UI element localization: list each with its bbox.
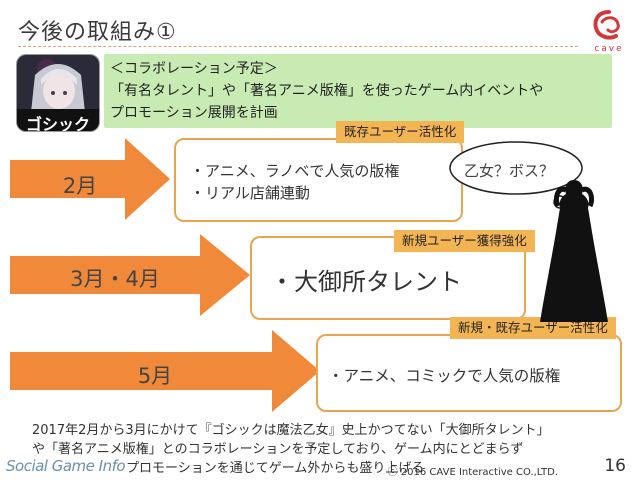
plan-box-may: ・アニメ、コミックで人気の版権 bbox=[316, 334, 622, 412]
arrow-may bbox=[10, 330, 320, 412]
page-title: 今後の取組み① bbox=[18, 20, 177, 45]
logo-wordmark: cave bbox=[594, 44, 624, 54]
game-app-icon: ゴシック bbox=[16, 54, 100, 132]
arrow-february bbox=[10, 138, 170, 220]
watermark-logo: Social Game Info bbox=[6, 457, 126, 475]
plan-box-march-april: ・大御所タレント bbox=[250, 236, 526, 320]
plan-bullet: ・大御所タレント bbox=[270, 268, 462, 296]
title-divider bbox=[18, 46, 578, 47]
collab-line-2: 「有名タレント」や「著名アニメ版権」を使ったゲーム内イベントや bbox=[110, 83, 544, 99]
arrow-march-april bbox=[10, 234, 250, 316]
target-tag: 新規ユーザー獲得強化 bbox=[394, 230, 535, 252]
copyright-notice: ⓒ 2016 CAVE Interactive CO.,LTD. bbox=[387, 467, 558, 478]
footer-line-3: プロモーションを通じてゲーム外からも盛り上げる bbox=[126, 461, 425, 476]
target-tag: 既存ユーザー活性化 bbox=[336, 121, 465, 143]
month-label-march-april: 3月・4月 bbox=[70, 267, 160, 291]
plan-box-february: ・アニメ、ラノベで人気の版権 ・リアル店舗連動 bbox=[174, 138, 463, 222]
collab-heading: ＜コラボレーション予定＞ bbox=[110, 61, 278, 77]
footer-line-2: や「著名アニメ版権」とのコラボレーションを予定しており、ゲーム内にとどまらず bbox=[32, 442, 524, 457]
cave-logo: cave bbox=[586, 8, 632, 58]
silhouette-figure bbox=[540, 180, 608, 322]
plan-bullet: ・リアル店舗連動 bbox=[190, 184, 310, 202]
target-tag: 新規・既存ユーザー活性化 bbox=[450, 317, 616, 339]
month-label-february: 2月 bbox=[62, 174, 98, 198]
page-number: 16 bbox=[604, 456, 626, 476]
app-icon-logo-text: ゴシック bbox=[25, 115, 90, 132]
cave-logo-icon bbox=[593, 10, 620, 40]
plan-bullet: ・アニメ、コミックで人気の版権 bbox=[328, 367, 561, 385]
plan-bullet: ・アニメ、ラノベで人気の版権 bbox=[190, 162, 400, 180]
month-label-may: 5月 bbox=[137, 364, 173, 388]
thought-bubble-text: 乙女？ボス？ bbox=[464, 162, 555, 180]
collaboration-plan-panel: ＜コラボレーション予定＞ 「有名タレント」や「著名アニメ版権」を使ったゲーム内イ… bbox=[104, 54, 612, 128]
collab-line-3: プロモーション展開を計画 bbox=[110, 105, 278, 121]
footer-line-1: 2017年2月から3月にかけて『ゴシックは魔法乙女』史上かつてない「大御所タレン… bbox=[32, 423, 550, 438]
